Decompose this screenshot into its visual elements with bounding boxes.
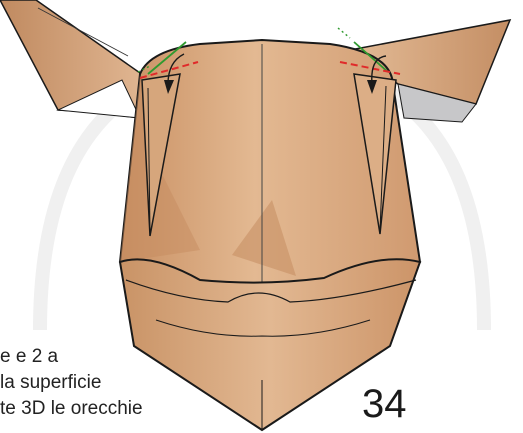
left-ear bbox=[0, 0, 150, 118]
instruction-line-2: la superficie bbox=[0, 372, 101, 394]
step-number: 34 bbox=[362, 382, 407, 426]
instruction-line-3: te 3D le orecchie bbox=[0, 398, 143, 420]
instruction-line-1: e e 2 a bbox=[0, 346, 58, 368]
